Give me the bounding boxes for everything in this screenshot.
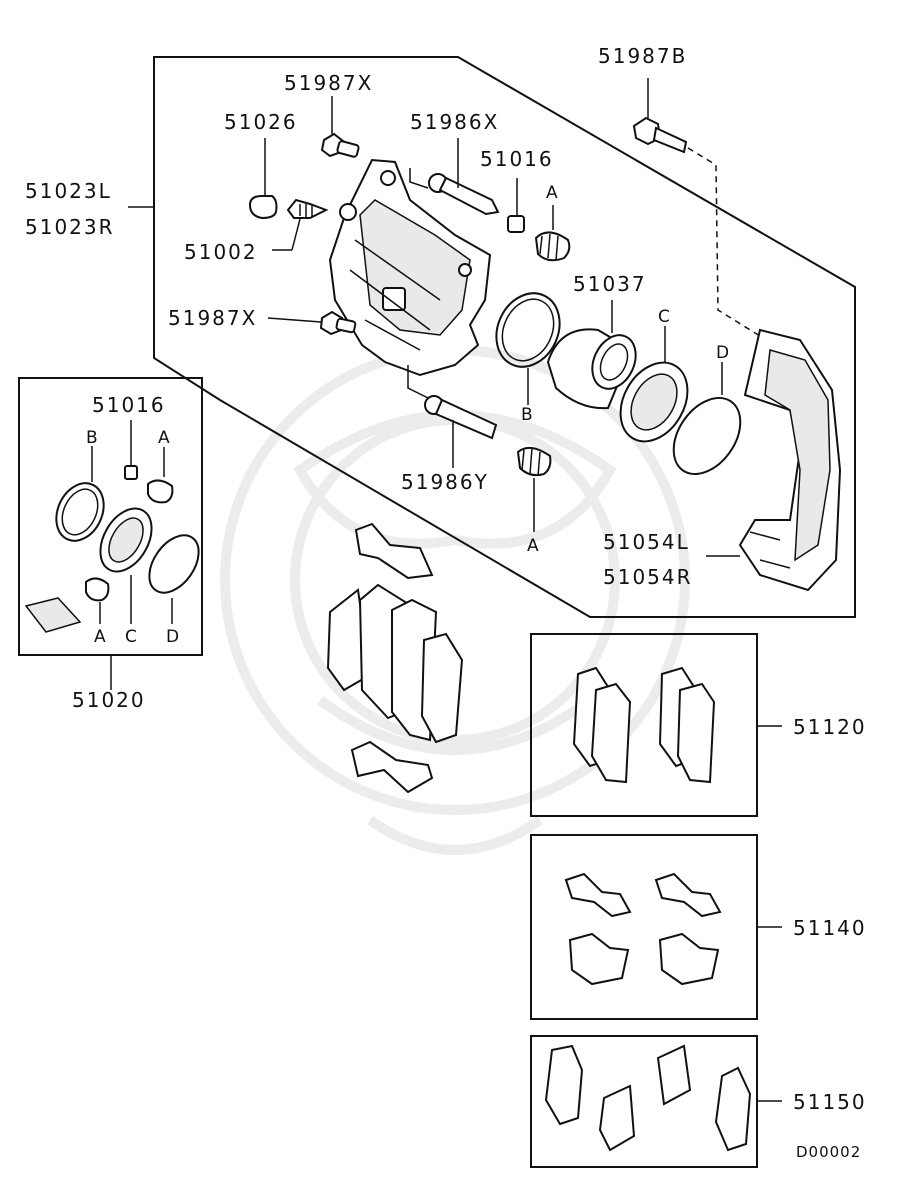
shim-kit-box [530,1035,782,1168]
label-kit-d: D [166,627,181,647]
label-guide-pin-x: 51986X [410,110,499,134]
kit-grease-pack [24,597,82,633]
bolt-b [632,78,761,337]
label-kit-bushing: 51016 [92,393,166,417]
label-caliper-left: 51023L [25,179,112,203]
dust-boot-c [619,326,689,443]
piston-seal-b [495,292,561,405]
label-c-main: C [658,307,671,327]
label-kit-a-upper: A [158,428,171,448]
kit-boot-a-lower [85,577,110,602]
clip-kit-box [530,834,782,1020]
bushing-part [507,178,525,233]
caliper-assembly-group [128,56,856,618]
label-shim-kit: 51150 [793,1090,867,1114]
label-kit-b: B [86,428,99,448]
cap-part [248,138,278,220]
pad-clip-exploded-view [326,522,464,794]
ring-d [672,362,742,475]
label-kit-a-lower: A [94,627,107,647]
label-kit-c: C [125,627,138,647]
kit-ring-d [148,534,200,594]
boot-a-lower [516,446,552,532]
label-support-right: 51054R [603,565,693,589]
bleeder-valve [272,198,329,251]
boot-a-upper [534,205,571,262]
caliper-support-bracket [706,328,842,592]
caliper-body [328,158,492,377]
label-seal-kit: 51020 [72,688,146,712]
label-cap: 51026 [224,110,298,134]
guide-pin-y [407,365,498,468]
pad-set-box [530,633,782,817]
caliper-assembly-outline [153,56,856,618]
label-pad-set: 51120 [793,715,867,739]
seal-kit-box [18,377,203,690]
label-guide-pin-y: 51986Y [401,470,489,494]
bolt-x-upper [320,96,360,158]
piston [546,300,637,410]
label-piston: 51037 [573,272,647,296]
label-d-main: D [716,343,731,363]
label-support-left: 51054L [603,530,690,554]
label-bolt-x-upper: 51987X [284,71,373,95]
label-clip-kit: 51140 [793,916,867,940]
guide-pin-x [409,138,500,216]
label-b-main: B [521,405,534,425]
label-a-lower: A [527,536,540,556]
label-bushing: 51016 [480,147,554,171]
diagram-reference-code: D00002 [796,1143,861,1161]
label-bleeder: 51002 [184,240,258,264]
label-bolt-x-lower: 51987X [168,306,257,330]
kit-bushing-part [124,465,138,480]
label-a-upper: A [546,183,559,203]
bolt-x-lower [267,310,357,336]
label-caliper-right: 51023R [25,215,115,239]
label-bolt-b: 51987B [598,44,687,68]
kit-boot-a-upper [147,479,174,504]
kit-seal-b [55,482,105,542]
